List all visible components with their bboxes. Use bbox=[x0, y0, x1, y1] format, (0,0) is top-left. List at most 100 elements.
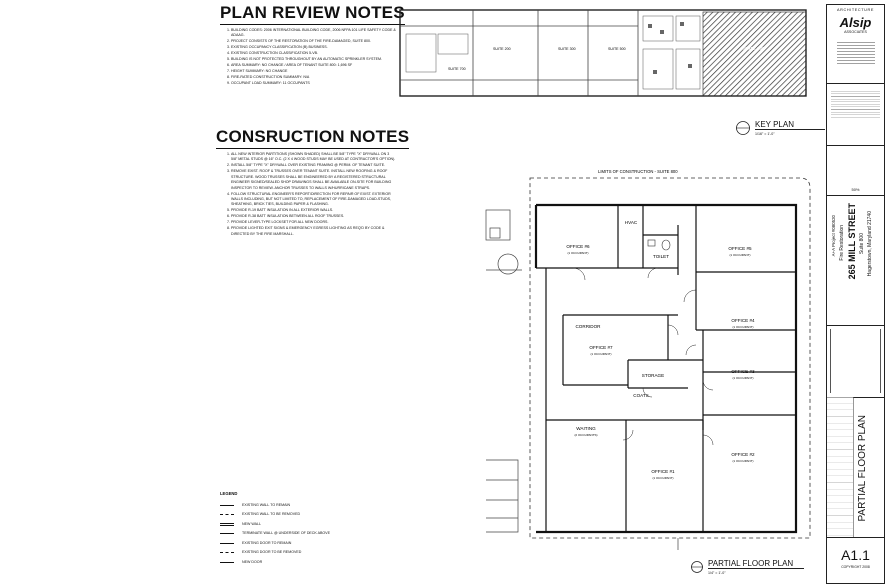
sheet-number: A1.1 bbox=[841, 547, 870, 563]
room-label: CORRIDOR bbox=[575, 324, 601, 329]
room-occupancy: (1 OCCUPANT) bbox=[729, 253, 750, 257]
sheet-number-block: A1.1 COPYRIGHT 2008 bbox=[827, 537, 884, 583]
plan-review-item: PROJECT CONSISTS OF THE RESTORATION OF T… bbox=[231, 39, 396, 44]
copyright: COPYRIGHT 2008 bbox=[841, 565, 870, 569]
firm-address-block bbox=[836, 40, 875, 66]
plan-review-item: EXISTING CONSTRUCTION CLASSIFICATION 5-V… bbox=[231, 51, 396, 56]
room-occupancy: (1 OCCUPANT) bbox=[732, 325, 753, 329]
key-suite-label: SUITE 700 bbox=[448, 67, 466, 71]
construction-item: INSTALL 5/8" TYPE "X" DRYWALL OVER EXIST… bbox=[231, 163, 396, 168]
plan-review-item: FIRE-RATED CONSTRUCTION SUMMARY: N/A bbox=[231, 75, 396, 80]
room-label: COATS bbox=[633, 393, 648, 398]
legend-label: EXISTING DOOR TO REMAIN bbox=[242, 540, 292, 545]
plan-review-item: BUILDING IS NOT PROTECTED THROUGHOUT BY … bbox=[231, 57, 396, 62]
title-block: ARCHITECTURE Alsip ASSOCIATES 50% A+A Pr… bbox=[826, 4, 885, 584]
project-number: A+A Project #080520 bbox=[831, 215, 836, 257]
key-suite-label: SUITE 200 bbox=[493, 47, 511, 51]
room-label: OFFICE #6 bbox=[566, 244, 590, 249]
section-marker-icon bbox=[736, 121, 750, 135]
room-occupancy: (1 OCCUPANT) bbox=[732, 459, 753, 463]
sheet-title: PARTIAL FLOOR PLAN bbox=[857, 415, 868, 522]
legend-symbol bbox=[220, 552, 234, 554]
key-suite-label: SUITE 300 bbox=[558, 47, 576, 51]
legend-symbol bbox=[220, 542, 234, 544]
revision-block bbox=[827, 325, 884, 398]
status-block: 50% bbox=[827, 145, 884, 196]
legend-symbol bbox=[220, 514, 234, 516]
plan-review-list: BUILDING CODES: 2006 INTERNATIONAL BUILD… bbox=[219, 28, 396, 87]
legend-row: NEW DOOR bbox=[220, 557, 330, 567]
legend-row: TERMINATE WALL @ UNDERSIDE OF DECK ABOVE bbox=[220, 529, 330, 539]
legend-row: EXISTING DOOR TO BE REMOVED bbox=[220, 548, 330, 558]
construction-item: PROVIDE LEVER-TYPE LOCKSET FOR ALL NEW D… bbox=[231, 220, 396, 225]
legend-symbol bbox=[220, 504, 234, 506]
legend-symbol bbox=[220, 533, 234, 535]
legend-row: EXISTING WALL TO BE REMOVED bbox=[220, 510, 330, 520]
floor-plan-scale: 1/4" = 1'-0" bbox=[708, 571, 726, 575]
firm-line: ARCHITECTURE bbox=[837, 8, 874, 12]
room-label: WAITING bbox=[576, 426, 596, 431]
room-label: OFFICE #2 bbox=[731, 452, 755, 457]
room-occupancy: (1 OCCUPANT) bbox=[652, 476, 673, 480]
floor-plan-drawing: LIMITS OF CONSTRUCTION - SUITE 800 bbox=[485, 169, 811, 550]
limits-label: LIMITS OF CONSTRUCTION - SUITE 800 bbox=[598, 169, 678, 174]
room-label: STORAGE bbox=[642, 373, 664, 378]
section-marker-icon bbox=[691, 561, 703, 573]
key-plan-drawing: SUITE 200 SUITE 300 SUITE 500 SUITE 700 … bbox=[399, 9, 807, 97]
legend-row: EXISTING DOOR TO REMAIN bbox=[220, 538, 330, 548]
legend-label: NEW WALL bbox=[242, 521, 262, 526]
room-occupancy: (1 OCCUPANT) bbox=[732, 376, 753, 380]
legend-label: TERMINATE WALL @ UNDERSIDE OF DECK ABOVE bbox=[242, 531, 330, 536]
construction-item: FOLLOW STRUCTURAL ENGINEER'S REPORT/DIRE… bbox=[231, 192, 396, 208]
construction-item: PROVIDE LIGHTED EXIT SIGNS & EMERGENCY E… bbox=[231, 226, 396, 237]
plan-review-item: OCCUPANT LOAD SUMMARY: 11 OCCUPANTS bbox=[231, 81, 396, 86]
plan-review-item: AREA SUMMARY: NO CHANGE / AREA OF TENANT… bbox=[231, 63, 396, 68]
legend: LEGEND EXISTING WALL TO REMAIN EXISTING W… bbox=[220, 491, 330, 567]
project-block: A+A Project #080520 Fire Restoration 265… bbox=[827, 195, 884, 326]
legend-label: NEW DOOR bbox=[242, 559, 263, 564]
project-city: Hagerstown, Maryland 21740 bbox=[867, 211, 873, 277]
seal-block bbox=[827, 83, 884, 146]
construction-title: CONSRUCTION NOTES bbox=[216, 127, 410, 149]
room-label: OFFICE #3 bbox=[731, 369, 755, 374]
key-suite-label: SUITE 500 bbox=[608, 47, 626, 51]
room-label: TOILET bbox=[653, 254, 669, 259]
room-occupancy: (1 OCCUPANT) bbox=[590, 352, 611, 356]
legend-row: NEW WALL bbox=[220, 519, 330, 529]
plan-review-title: PLAN REVIEW NOTES bbox=[220, 3, 405, 25]
room-label: OFFICE #5 bbox=[728, 246, 752, 251]
sheet-title-block: PARTIAL FLOOR PLAN bbox=[827, 397, 884, 538]
legend-title: LEGEND bbox=[220, 491, 238, 496]
legend-row: EXISTING WALL TO REMAIN bbox=[220, 500, 330, 510]
construction-item: PROVIDE R-38 BATT INSULATION BETWEEN ALL… bbox=[231, 214, 396, 219]
plan-review-item: BUILDING CODES: 2006 INTERNATIONAL BUILD… bbox=[231, 28, 396, 39]
construction-item: ALL NEW INTERIOR PARTITIONS (SHOWN SHADE… bbox=[231, 152, 396, 163]
firm-sub: ASSOCIATES bbox=[844, 30, 867, 34]
suite-800-highlight bbox=[702, 11, 807, 97]
construction-list: ALL NEW INTERIOR PARTITIONS (SHOWN SHADE… bbox=[219, 152, 396, 238]
room-label: OFFICE #7 bbox=[589, 345, 613, 350]
firm-logo-block: ARCHITECTURE Alsip ASSOCIATES bbox=[827, 5, 884, 84]
plan-review-item: HEIGHT SUMMARY: NO CHANGE bbox=[231, 69, 396, 74]
plan-review-item: EXISTING OCCUPANCY CLASSIFICATION (B) BU… bbox=[231, 45, 396, 50]
construction-section: CONSRUCTION NOTES bbox=[216, 127, 410, 149]
status-value: 50% bbox=[851, 187, 860, 192]
legend-symbol bbox=[220, 561, 234, 563]
room-label: OFFICE #1 bbox=[651, 469, 675, 474]
construction-item: REMOVE EXIST. ROOF & TRUSSES OVER TENANT… bbox=[231, 169, 396, 191]
construction-item: PROVIDE R-19 BATT INSULATION IN ALL EXTE… bbox=[231, 208, 396, 213]
plan-review-section: PLAN REVIEW NOTES bbox=[220, 3, 405, 25]
room-label: HVAC bbox=[625, 220, 638, 225]
legend-label: EXISTING DOOR TO BE REMOVED bbox=[242, 550, 302, 555]
key-plan-scale: 1/16" = 1'-0" bbox=[755, 132, 775, 136]
project-street: 265 MILL STREET bbox=[847, 203, 857, 280]
legend-label: EXISTING WALL TO BE REMOVED bbox=[242, 512, 301, 517]
floor-plan-title: PARTIAL FLOOR PLAN bbox=[708, 559, 804, 569]
room-occupancy: (1 OCCUPANT) bbox=[567, 251, 588, 255]
key-plan-title: KEY PLAN bbox=[755, 120, 825, 130]
room-occupancy: (2 OCCUPANTS) bbox=[574, 433, 597, 437]
project-type: Fire Restoration bbox=[839, 225, 845, 261]
legend-symbol bbox=[220, 522, 234, 526]
key-suite-label: SUITE 800 bbox=[743, 46, 765, 51]
room-label: OFFICE #4 bbox=[731, 318, 755, 323]
